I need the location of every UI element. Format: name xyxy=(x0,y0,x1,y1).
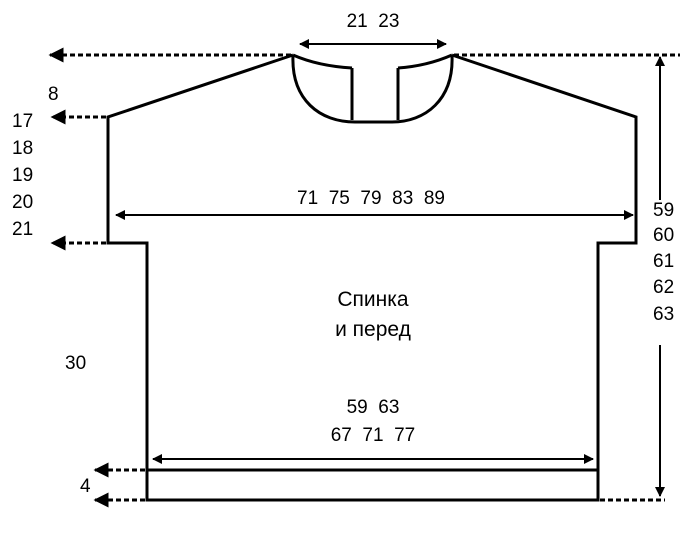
total-length-label: 63 xyxy=(653,304,674,325)
armhole-depth-label: 20 xyxy=(12,192,33,213)
front-neck-curve xyxy=(291,54,454,124)
piece-name-line1: Спинка xyxy=(337,288,409,311)
piece-name-line2: и перед xyxy=(335,318,411,341)
hem-width-label: 59 63 xyxy=(347,397,400,418)
body-outline xyxy=(106,53,638,502)
total-length-label: 61 xyxy=(653,251,674,272)
rib-height-label: 4 xyxy=(80,476,91,497)
total-length-label: 60 xyxy=(653,225,674,246)
armhole-depth-label: 21 xyxy=(12,219,33,240)
armhole-depth-label: 17 xyxy=(12,111,33,132)
shoulder-drop-label: 8 xyxy=(48,84,59,105)
armhole-depth-label: 18 xyxy=(12,138,33,159)
total-length-label: 59 xyxy=(653,200,674,221)
hem-width-label: 67 71 77 xyxy=(331,425,416,446)
neck-width-label: 21 23 xyxy=(347,11,400,32)
armhole-depth-label: 19 xyxy=(12,165,33,186)
back-neck-curve xyxy=(292,53,353,70)
chest-width-label: 71 75 79 83 89 xyxy=(297,188,445,209)
back-neck-curve xyxy=(397,53,453,70)
side-length-label: 30 xyxy=(65,353,86,374)
total-length-label: 62 xyxy=(653,277,674,298)
